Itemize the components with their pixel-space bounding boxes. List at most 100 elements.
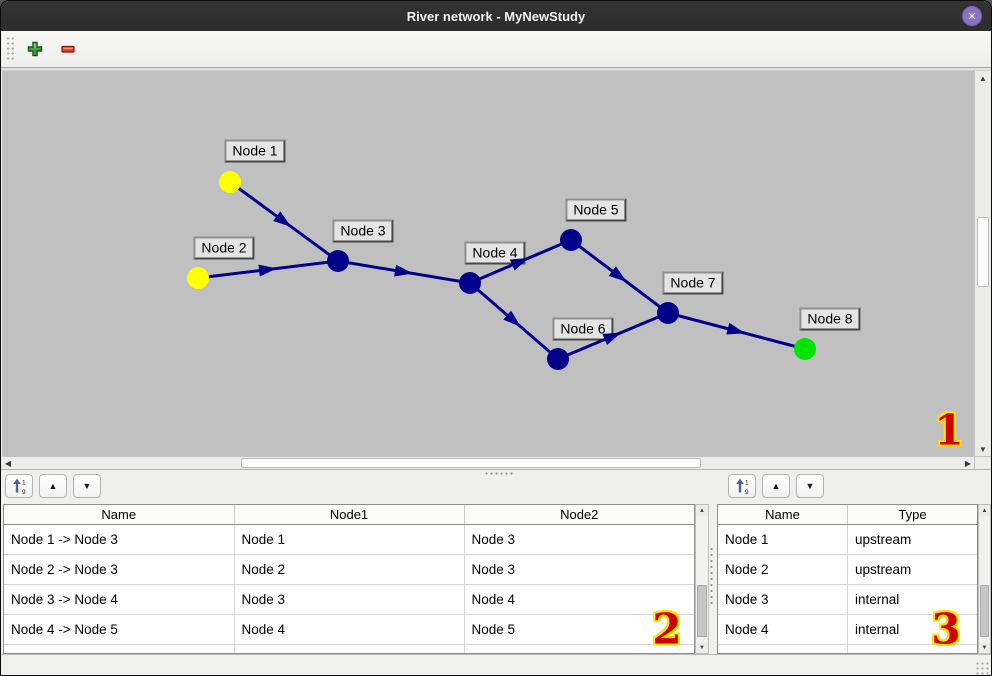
node-node4[interactable] (459, 272, 481, 294)
resize-grip[interactable] (975, 661, 989, 675)
table-cell[interactable]: Node 2 (718, 554, 848, 585)
table-cell[interactable]: Node 3 (464, 524, 694, 555)
horizontal-scroll-thumb[interactable] (241, 458, 701, 468)
flow-direction-arrow-icon (602, 332, 622, 346)
close-icon[interactable]: ✕ (962, 6, 982, 26)
table-cell[interactable]: Node 1 (234, 524, 465, 555)
scroll-right-icon[interactable]: ▶ (962, 458, 974, 469)
links-scroll-thumb[interactable] (697, 585, 707, 637)
sort-button[interactable]: 1 9 (5, 474, 33, 498)
node-node8[interactable] (794, 338, 816, 360)
add-node-button[interactable] (22, 36, 48, 62)
river-network-graph (187, 171, 816, 370)
node-label-node3[interactable]: Node 3 (332, 219, 394, 243)
scrollbar-corner (974, 456, 991, 469)
scroll-up-icon[interactable]: ▲ (979, 505, 990, 516)
flow-direction-arrow-icon (258, 264, 277, 277)
column-header-type[interactable]: Type (847, 505, 977, 525)
scroll-down-icon[interactable]: ▼ (979, 642, 990, 653)
table-cell[interactable]: internal (847, 614, 977, 645)
scroll-left-icon[interactable]: ◀ (2, 458, 14, 469)
table-cell[interactable]: Node 3 (464, 554, 694, 585)
status-bar (1, 654, 991, 675)
nodes-scroll-thumb[interactable] (980, 585, 989, 637)
table-cell[interactable]: Node 2 -> Node 3 (4, 554, 235, 585)
flow-direction-arrow-icon (509, 257, 529, 271)
node-node5[interactable] (560, 229, 582, 251)
table-cell[interactable] (718, 644, 848, 653)
table-cell[interactable]: upstream (847, 524, 977, 555)
node-label-node5[interactable]: Node 5 (565, 198, 627, 222)
titlebar: River network - MyNewStudy ✕ (1, 1, 991, 31)
table-cell[interactable] (234, 644, 465, 653)
node-label-node2[interactable]: Node 2 (193, 236, 255, 260)
move-down-button[interactable]: ▼ (73, 474, 101, 498)
vertical-splitter-handle[interactable] (709, 546, 715, 606)
scroll-up-icon[interactable]: ▲ (696, 505, 708, 516)
node-node2[interactable] (187, 267, 209, 289)
column-header-name[interactable]: Name (718, 505, 848, 525)
canvas-horizontal-scrollbar[interactable]: ◀ ▶ (2, 456, 974, 469)
nodes-table-scrollbar[interactable]: ▲ ▼ (978, 504, 991, 654)
table-cell[interactable]: Node 4 (464, 584, 694, 615)
column-header-node2[interactable]: Node2 (464, 505, 694, 525)
links-table-scrollbar[interactable]: ▲ ▼ (695, 504, 709, 654)
table-cell[interactable]: upstream (847, 554, 977, 585)
table-cell[interactable] (464, 644, 694, 653)
table-cell[interactable]: Node 3 (234, 584, 465, 615)
sort-1-9-icon: 1 9 (13, 478, 26, 495)
minus-icon (61, 45, 75, 53)
table-cell[interactable]: Node 1 -> Node 3 (4, 524, 235, 555)
window-title: River network - MyNewStudy (406, 8, 586, 24)
node-label-node7[interactable]: Node 7 (662, 271, 724, 295)
nodes-table-controls: 1 9 ▲ ▼ (728, 474, 824, 498)
remove-node-button[interactable] (55, 36, 81, 62)
scroll-down-icon[interactable]: ▼ (975, 443, 991, 455)
table-cell[interactable]: Node 3 -> Node 4 (4, 584, 235, 615)
table-cell[interactable]: Node 3 (718, 584, 848, 615)
node-node6[interactable] (547, 348, 569, 370)
scroll-up-icon[interactable]: ▲ (975, 72, 991, 84)
table-cell[interactable]: Node 4 -> Node 5 (4, 614, 235, 645)
node-node7[interactable] (657, 302, 679, 324)
river-network-canvas[interactable]: Node 1 Node 2 Node 3 Node 4 Node 5 Node 6 Node… (2, 71, 974, 456)
down-triangle-icon: ▼ (82, 481, 92, 491)
column-header-node1[interactable]: Node1 (234, 505, 465, 525)
table-cell[interactable]: Node 4 (234, 614, 465, 645)
horizontal-splitter-handle[interactable] (484, 471, 514, 476)
node-label-node8[interactable]: Node 8 (799, 307, 861, 331)
table-cell[interactable]: Node 2 (234, 554, 465, 585)
canvas-vertical-scrollbar[interactable]: ▲ ▼ (974, 71, 991, 456)
node-label-node1[interactable]: Node 1 (224, 139, 286, 163)
table-cell[interactable]: Node 1 (718, 524, 848, 555)
node-label-node4[interactable]: Node 4 (464, 241, 526, 265)
move-up-button[interactable]: ▲ (762, 474, 790, 498)
toolbar-drag-handle[interactable] (6, 36, 15, 62)
move-up-button[interactable]: ▲ (39, 474, 67, 498)
move-down-button[interactable]: ▼ (796, 474, 824, 498)
plus-icon (27, 41, 43, 57)
table-cell[interactable] (4, 644, 235, 653)
links-table-controls: 1 9 ▲ ▼ (5, 474, 101, 498)
column-header-name[interactable]: Name (4, 505, 235, 525)
table-cell[interactable] (847, 644, 977, 653)
down-triangle-icon: ▼ (805, 481, 815, 491)
node-label-node6[interactable]: Node 6 (552, 317, 614, 341)
vertical-scroll-thumb[interactable] (977, 217, 989, 287)
svg-text:1: 1 (745, 480, 749, 487)
node-node3[interactable] (327, 250, 349, 272)
table-cell[interactable]: internal (847, 584, 977, 615)
scroll-down-icon[interactable]: ▼ (696, 642, 708, 653)
table-cell[interactable]: Node 5 (464, 614, 694, 645)
sort-button[interactable]: 1 9 (728, 474, 756, 498)
table-cell[interactable]: Node 4 (718, 614, 848, 645)
flow-direction-arrow-icon (726, 322, 746, 335)
node-node1[interactable] (219, 171, 241, 193)
flow-direction-arrow-icon (503, 310, 521, 327)
